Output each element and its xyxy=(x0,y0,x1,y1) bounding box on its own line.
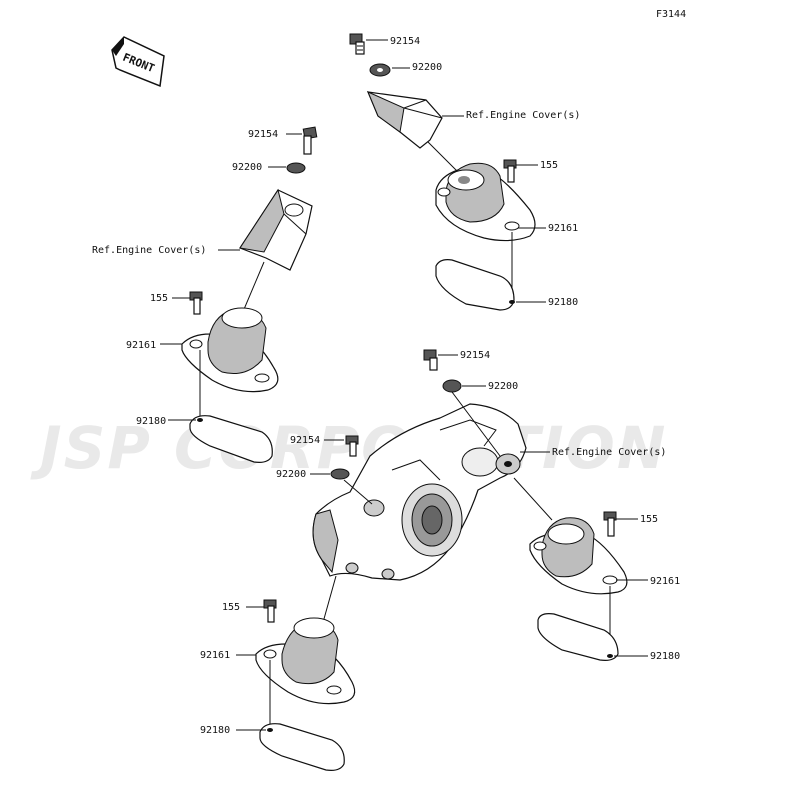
label-ref-left: Ref.Engine Cover(s) xyxy=(92,245,206,256)
label-155-left: 155 xyxy=(150,293,168,304)
label-155-bottom: 155 xyxy=(222,602,240,613)
top-right-mount-assembly: 92154 92200 Ref.Engine Cover(s) xyxy=(349,33,580,311)
engine-cover-bracket-left xyxy=(239,188,313,271)
label-92161-bottom: 92161 xyxy=(200,650,230,661)
left-mount-assembly: 92154 92200 Ref.Engine Cover(s) 155 9216… xyxy=(92,126,318,463)
right-mount-assembly: 155 92161 92180 xyxy=(513,477,680,662)
engine-cover-bracket-top xyxy=(367,91,443,149)
front-arrow-icon: FRONT xyxy=(111,36,165,88)
label-ref-top: Ref.Engine Cover(s) xyxy=(466,110,580,121)
diagram-code: F3144 xyxy=(656,9,686,20)
washer-icon xyxy=(330,468,350,480)
bolt-icon xyxy=(345,435,359,457)
label-92161-right: 92161 xyxy=(650,576,680,587)
label-92180-right: 92180 xyxy=(650,651,680,662)
label-92154-top: 92154 xyxy=(390,36,420,47)
label-92180-bottom: 92180 xyxy=(200,725,230,736)
bolt-icon xyxy=(503,159,517,183)
label-155-right: 155 xyxy=(640,514,658,525)
label-92180-left: 92180 xyxy=(136,416,166,427)
base-plate-top-right xyxy=(435,259,515,311)
bottom-mount-assembly: 155 92161 92180 xyxy=(200,575,356,771)
base-plate-bottom xyxy=(259,723,345,771)
base-plate-left xyxy=(189,415,273,463)
label-92154-center: 92154 xyxy=(460,350,490,361)
label-92200-engine-left: 92200 xyxy=(276,469,306,480)
bolt-icon xyxy=(189,291,203,315)
bolt-icon xyxy=(603,511,617,537)
label-155-top: 155 xyxy=(540,160,558,171)
label-92154-engine-left: 92154 xyxy=(290,435,320,446)
bolt-icon xyxy=(423,349,438,371)
bolt-icon xyxy=(263,599,277,623)
label-92200-left: 92200 xyxy=(232,162,262,173)
base-plate-right xyxy=(537,613,619,661)
bolt-icon xyxy=(302,126,318,155)
engine-mount-top-right xyxy=(435,162,536,242)
label-92200-top: 92200 xyxy=(412,62,442,73)
engine-mount-bottom xyxy=(255,617,356,705)
washer-icon xyxy=(442,379,462,393)
label-92180-top: 92180 xyxy=(548,297,578,308)
label-92161-left: 92161 xyxy=(126,340,156,351)
engine-mount-left xyxy=(181,307,279,393)
label-ref-center: Ref.Engine Cover(s) xyxy=(552,447,666,458)
watermark-text: JSP CORPORATION xyxy=(30,414,667,482)
washer-icon xyxy=(286,162,306,174)
engine-block xyxy=(312,403,527,581)
bolt-icon xyxy=(349,33,365,55)
engine-mount-right xyxy=(529,517,628,595)
label-92154-left: 92154 xyxy=(248,129,278,140)
label-92200-center: 92200 xyxy=(488,381,518,392)
label-92161-top: 92161 xyxy=(548,223,578,234)
